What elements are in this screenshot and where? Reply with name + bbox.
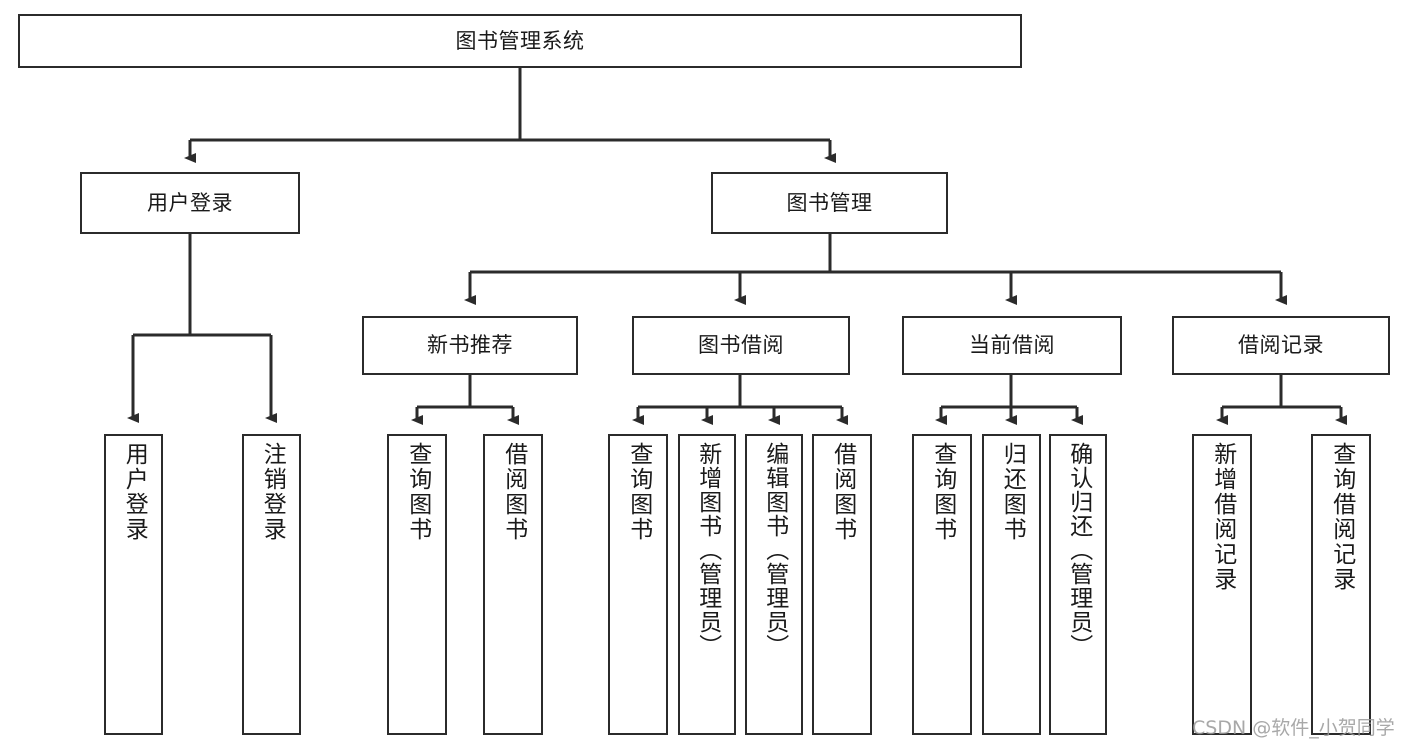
leaf-user-login-label: 用户登录 [121, 442, 148, 542]
node-new-book-recommend-label: 新书推荐 [427, 333, 513, 358]
node-user-login[interactable]: 用户登录 [80, 172, 300, 234]
node-root[interactable]: 图书管理系统 [18, 14, 1022, 68]
node-borrow-record-label: 借阅记录 [1238, 333, 1324, 358]
leaf-query-book-borrow[interactable]: 查询图书 [608, 434, 668, 735]
node-book-management-label: 图书管理 [786, 190, 873, 215]
node-borrow-record[interactable]: 借阅记录 [1172, 316, 1390, 375]
leaf-borrow-book-recommend[interactable]: 借阅图书 [483, 434, 543, 735]
node-current-borrow-label: 当前借阅 [969, 333, 1055, 358]
node-book-borrow-label: 图书借阅 [698, 333, 784, 358]
leaf-confirm-return-admin-label: 确认归还（管理员） [1065, 442, 1092, 658]
leaf-borrow-book-recommend-label: 借阅图书 [500, 442, 527, 542]
node-root-label: 图书管理系统 [455, 28, 585, 53]
leaf-add-book-admin-label: 新增图书（管理员） [694, 442, 721, 658]
leaf-add-book-admin[interactable]: 新增图书（管理员） [678, 434, 736, 735]
leaf-borrow-book-label: 借阅图书 [829, 442, 856, 542]
leaf-user-login[interactable]: 用户登录 [104, 434, 163, 735]
leaf-add-borrow-record-label: 新增借阅记录 [1209, 442, 1236, 592]
leaf-query-book-current-label: 查询图书 [929, 442, 956, 542]
leaf-query-borrow-record[interactable]: 查询借阅记录 [1311, 434, 1371, 735]
leaf-add-borrow-record[interactable]: 新增借阅记录 [1192, 434, 1252, 735]
leaf-logout[interactable]: 注销登录 [242, 434, 301, 735]
leaf-borrow-book[interactable]: 借阅图书 [812, 434, 872, 735]
leaf-query-book-borrow-label: 查询图书 [625, 442, 652, 542]
leaf-return-book-label: 归还图书 [999, 442, 1026, 542]
csdn-watermark: CSDN @软件_小贺同学 [1192, 717, 1395, 739]
leaf-edit-book-admin-label: 编辑图书（管理员） [761, 442, 788, 658]
node-current-borrow[interactable]: 当前借阅 [902, 316, 1122, 375]
node-book-borrow[interactable]: 图书借阅 [632, 316, 850, 375]
leaf-query-borrow-record-label: 查询借阅记录 [1328, 442, 1355, 592]
leaf-confirm-return-admin[interactable]: 确认归还（管理员） [1049, 434, 1107, 735]
node-book-management[interactable]: 图书管理 [711, 172, 948, 234]
leaf-query-book-recommend-label: 查询图书 [404, 442, 431, 542]
leaf-logout-label: 注销登录 [259, 442, 286, 542]
leaf-return-book[interactable]: 归还图书 [982, 434, 1041, 735]
leaf-edit-book-admin[interactable]: 编辑图书（管理员） [745, 434, 803, 735]
node-user-login-label: 用户登录 [147, 190, 233, 215]
node-new-book-recommend[interactable]: 新书推荐 [362, 316, 578, 375]
leaf-query-book-recommend[interactable]: 查询图书 [387, 434, 447, 735]
leaf-query-book-current[interactable]: 查询图书 [912, 434, 972, 735]
